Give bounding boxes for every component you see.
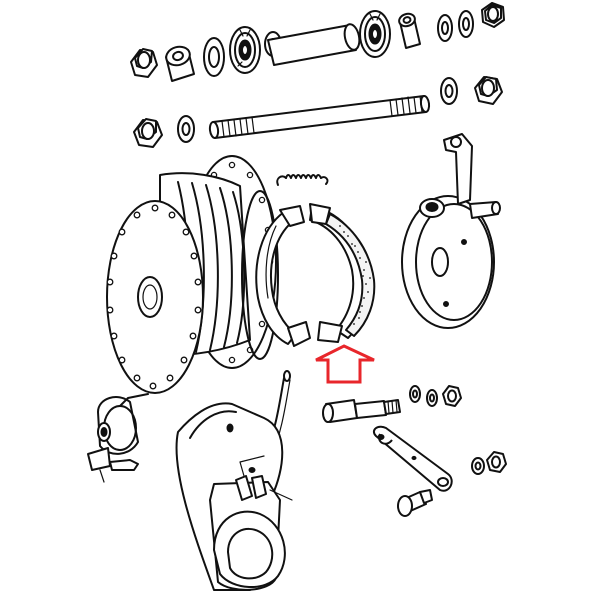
axle-washer-right-icon <box>440 77 458 105</box>
spacer-tube-1-icon <box>165 45 195 82</box>
axle-nut-top-left-icon <box>130 48 158 78</box>
axle-nut-right-icon <box>474 76 503 105</box>
axle-washer-left-icon <box>177 115 195 143</box>
ball-bearing-2-icon <box>359 10 391 58</box>
brake-lining-texture <box>339 225 371 325</box>
frame-clamp-bracket-icon <box>175 402 293 591</box>
ball-bearing-1-icon <box>229 26 261 74</box>
axle-nut-left-icon <box>133 118 163 148</box>
lever-bolt-icon <box>397 489 433 517</box>
wheel-hub-drum-icon <box>106 155 279 394</box>
spacer-tube-2-icon <box>398 12 421 49</box>
washer-3-icon <box>458 10 474 38</box>
center-spacer-tube-icon <box>267 23 361 66</box>
return-spring-icon <box>276 174 329 186</box>
brake-backing-plate-icon <box>401 133 501 329</box>
arm-nut-washer-icon <box>471 451 507 475</box>
axle-nut-top-right-icon <box>481 2 505 28</box>
brake-lever-arm-icon <box>372 425 453 492</box>
front-flange-holes <box>106 204 202 390</box>
threaded-axle-icon <box>208 95 431 139</box>
cam-nut-washers-icon <box>409 385 462 407</box>
brake-cam-pin-icon <box>322 399 401 423</box>
washer-2-icon <box>437 14 453 42</box>
washer-1-icon <box>203 37 225 77</box>
cable-adjuster-clip-icon <box>87 393 149 483</box>
brake-shoes-icon <box>255 203 376 347</box>
callout-arrow-icon <box>315 344 375 384</box>
